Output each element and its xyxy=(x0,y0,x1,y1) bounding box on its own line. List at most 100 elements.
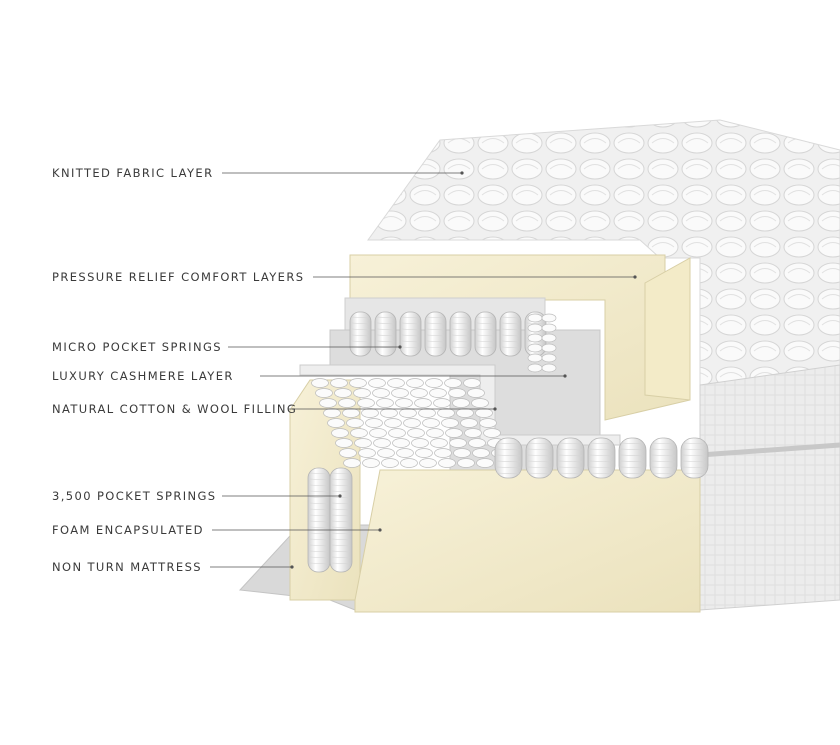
leader-dot-cotton-wool xyxy=(493,407,497,411)
side-pocket-spring-ring xyxy=(682,466,707,469)
micro-spring-ring xyxy=(351,334,370,337)
micro-spring-ring xyxy=(476,328,495,331)
pocket-spring-top xyxy=(353,388,371,398)
side-pocket-spring-ring xyxy=(651,454,676,457)
micro-spring-top xyxy=(527,333,543,343)
side-pocket-spring-ring xyxy=(620,460,645,463)
tall-pocket-spring xyxy=(329,467,353,573)
micro-spring-ring xyxy=(351,328,370,331)
tall-pocket-spring-body xyxy=(329,467,353,573)
pocket-spring-top xyxy=(429,388,447,398)
side-pocket-spring-ring xyxy=(589,472,614,475)
pocket-spring-top xyxy=(437,408,455,418)
label-micro-pocket-springs: MICRO POCKET SPRINGS xyxy=(52,340,222,354)
pocket-spring-top xyxy=(373,438,391,448)
side-pocket-spring-ring xyxy=(651,460,676,463)
pocket-spring-top xyxy=(422,418,440,428)
label-non-turn-mattress: NON TURN MATTRESS xyxy=(52,560,203,574)
pocket-spring-top xyxy=(349,378,367,388)
micro-spring-body xyxy=(399,311,422,357)
label-natural-cotton-wool-filling: NATURAL COTTON & WOOL FILLING xyxy=(52,402,298,416)
micro-spring-ring xyxy=(501,334,520,337)
tall-pocket-spring-ring xyxy=(309,514,329,517)
micro-spring-top xyxy=(541,343,557,353)
label-foam-encapsulated: FOAM ENCAPSULATED xyxy=(52,523,204,537)
pocket-spring-top xyxy=(419,458,437,468)
micro-spring xyxy=(499,311,522,357)
tall-pocket-spring-ring xyxy=(331,490,351,493)
tall-pocket-spring-ring xyxy=(331,502,351,505)
tall-pocket-spring-ring xyxy=(331,544,351,547)
leader-dot-foam xyxy=(378,528,382,532)
pocket-spring-top xyxy=(368,378,386,388)
label-pressure-relief-comfort-layers: PRESSURE RELIEF COMFORT LAYERS xyxy=(52,270,305,284)
pocket-spring-top xyxy=(311,378,329,388)
pocket-spring-top xyxy=(381,458,399,468)
micro-spring-ring xyxy=(476,316,495,319)
pocket-spring-top xyxy=(415,448,433,458)
micro-spring-ring xyxy=(501,328,520,331)
pocket-spring-side-row xyxy=(494,437,709,479)
micro-spring-ring xyxy=(501,346,520,349)
tall-pocket-spring-ring xyxy=(309,496,329,499)
pocket-spring-top xyxy=(479,418,497,428)
pocket-spring-top xyxy=(377,448,395,458)
pocket-spring-top xyxy=(388,428,406,438)
tall-pocket-spring-ring xyxy=(309,508,329,511)
side-pocket-spring-ring xyxy=(496,448,521,451)
micro-spring-ring xyxy=(501,322,520,325)
side-pocket-spring-ring xyxy=(651,466,676,469)
pocket-spring-top xyxy=(430,438,448,448)
micro-spring-top xyxy=(527,353,543,363)
pocket-spring-top xyxy=(369,428,387,438)
pocket-spring-top xyxy=(376,398,394,408)
side-pocket-spring-ring xyxy=(620,472,645,475)
pocket-spring-top xyxy=(448,388,466,398)
tall-pocket-spring-ring xyxy=(331,508,351,511)
micro-spring-ring xyxy=(376,334,395,337)
side-pocket-spring-ring xyxy=(651,448,676,451)
tall-pocket-spring-ring xyxy=(309,520,329,523)
pocket-spring-top xyxy=(425,378,443,388)
tall-pocket-spring-ring xyxy=(309,478,329,481)
tall-pocket-spring-ring xyxy=(331,532,351,535)
tall-pocket-spring-ring xyxy=(331,484,351,487)
micro-spring-top xyxy=(527,323,543,333)
micro-spring-ring xyxy=(476,334,495,337)
leader-dot-knitted-fabric xyxy=(460,171,464,175)
micro-spring-ring xyxy=(376,340,395,343)
pocket-spring-top xyxy=(323,408,341,418)
micro-spring-ring xyxy=(401,334,420,337)
pocket-spring-top xyxy=(331,428,349,438)
pocket-spring-top xyxy=(339,448,357,458)
tall-pocket-spring-ring xyxy=(331,550,351,553)
side-pocket-spring-ring xyxy=(496,454,521,457)
micro-spring xyxy=(399,311,422,357)
pocket-spring-top xyxy=(334,388,352,398)
tall-pocket-spring-ring xyxy=(309,544,329,547)
side-border-panel xyxy=(699,364,840,611)
micro-spring-ring xyxy=(451,328,470,331)
pocket-spring-top xyxy=(391,388,409,398)
micro-spring-top xyxy=(527,343,543,353)
pocket-spring-top xyxy=(406,378,424,388)
pocket-spring-top xyxy=(330,378,348,388)
micro-spring-ring xyxy=(451,316,470,319)
pocket-spring-top xyxy=(463,378,481,388)
side-pocket-spring-ring xyxy=(527,442,552,445)
pocket-spring-top xyxy=(472,448,490,458)
micro-spring xyxy=(474,311,497,357)
pocket-spring-top xyxy=(444,378,462,388)
micro-spring-ring xyxy=(426,328,445,331)
pocket-spring-top xyxy=(411,438,429,448)
pocket-spring-top xyxy=(346,418,364,428)
tall-pocket-spring-ring xyxy=(309,562,329,565)
micro-spring-ring xyxy=(401,328,420,331)
micro-spring xyxy=(349,311,372,357)
side-pocket-spring-ring xyxy=(527,466,552,469)
pocket-spring-top xyxy=(338,398,356,408)
tall-pocket-spring-ring xyxy=(309,538,329,541)
pocket-spring-top xyxy=(354,438,372,448)
